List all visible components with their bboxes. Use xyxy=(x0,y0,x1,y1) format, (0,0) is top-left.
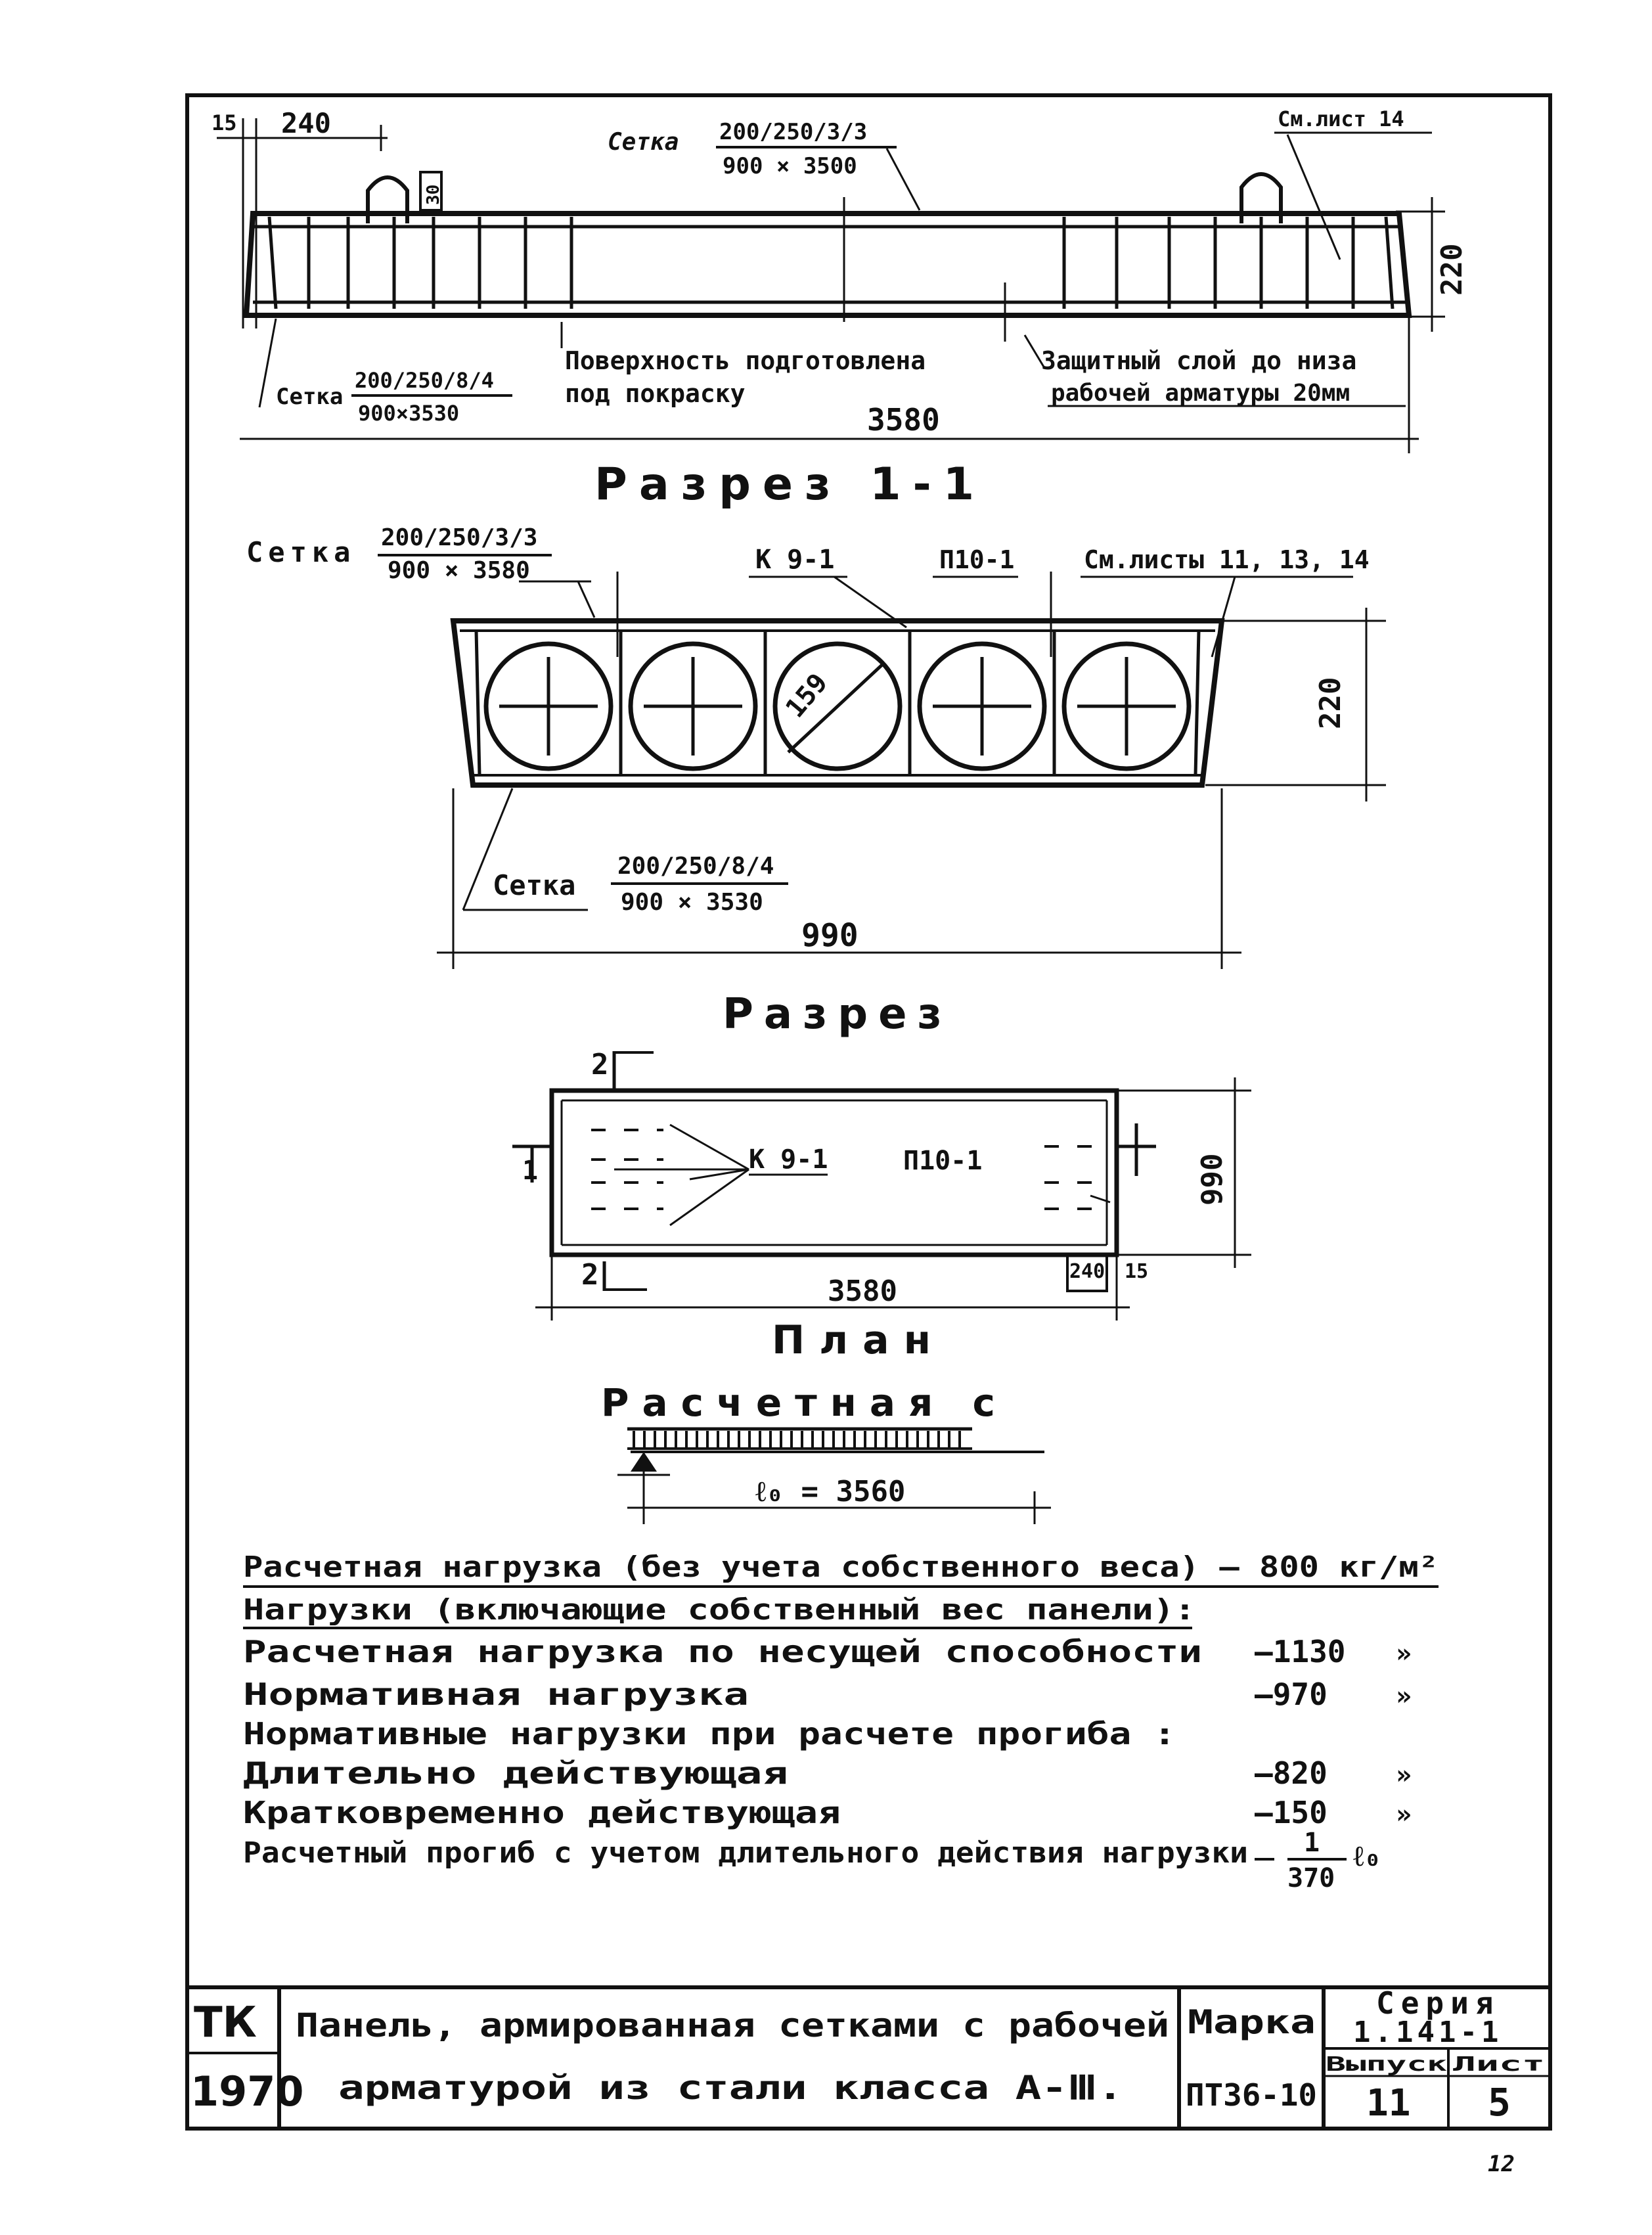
year-label: 1970 xyxy=(190,2067,304,2115)
loads-block: Расчетная нагрузка (без учета собственно… xyxy=(243,1550,1439,1893)
panel-plan-outline xyxy=(549,1088,1119,1257)
surface-note-1: Поверхность подготовлена xyxy=(565,346,926,375)
load-row-3-unit: » xyxy=(1396,1760,1412,1790)
section-mesh-top-num: 200/250/3/3 xyxy=(381,524,537,551)
load-row-0-label: Расчетная нагрузка по несущей способност… xyxy=(243,1634,1202,1669)
plan-section-title: Разрез xyxy=(723,990,952,1039)
see-sheet-label: См.лист 14 xyxy=(1278,106,1404,131)
marka-label: Марка xyxy=(1188,2003,1316,2041)
mesh-bottom-den: 900×3530 xyxy=(358,401,459,426)
lifting-loop-right xyxy=(1239,172,1283,223)
load-row-1-unit: » xyxy=(1396,1681,1412,1711)
section-mesh-bottom-den: 900 × 3530 xyxy=(621,889,763,916)
void-circles xyxy=(483,641,1192,771)
mesh-bottom-num: 200/250/8/4 xyxy=(355,368,494,393)
dim-240-plan: 240 xyxy=(1069,1260,1105,1283)
load-row-3-value: —820 xyxy=(1255,1755,1328,1791)
load-line-1: Расчетная нагрузка (без учета собственно… xyxy=(243,1550,1439,1584)
load-row-3-label: Длительно действующая xyxy=(243,1755,788,1791)
dim-15-plan: 15 xyxy=(1125,1260,1148,1283)
cover-note-1: Защитный слой до низа xyxy=(1041,346,1356,375)
issue-label: Выпуск xyxy=(1326,2053,1447,2076)
tk-label: ТК xyxy=(194,1998,257,2047)
dim-3580-elevation: 3580 xyxy=(867,402,940,438)
plan-title: План xyxy=(772,1317,945,1363)
cover-note-2: рабочей арматуры 20мм xyxy=(1051,380,1350,407)
title-line-1: Панель, армированная сетками с рабочей xyxy=(296,2006,1169,2044)
load-row-1-label: Нормативная нагрузка xyxy=(243,1677,749,1712)
marka-value: ПТ36-10 xyxy=(1186,2077,1317,2113)
load-row-4-value: —150 xyxy=(1255,1795,1328,1830)
marker-2-bottom: 2 xyxy=(581,1258,599,1292)
section-1-1: Разрез 1-1 Сетка 200/250/3/3 900 × 3580 … xyxy=(246,459,1386,969)
dim-990-plan: 990 xyxy=(1195,1154,1229,1206)
lifting-loop-left xyxy=(366,175,409,223)
series-value: 1.141-1 xyxy=(1353,2016,1502,2049)
title-block: ТК 1970 Панель, армированная сетками с р… xyxy=(187,1985,1550,2129)
deflection-label: Расчетный прогиб с учетом длительного де… xyxy=(243,1836,1248,1870)
section-see-sheets: См.листы 11, 13, 14 xyxy=(1084,545,1370,574)
section-frame-label: К 9-1 xyxy=(755,545,834,575)
dim-220-section: 220 xyxy=(1314,677,1347,729)
issue-value: 11 xyxy=(1366,2082,1410,2125)
deflection-unit: ℓ₀ xyxy=(1353,1840,1381,1873)
marker-1-left: 1 xyxy=(522,1156,538,1186)
sheet-value: 5 xyxy=(1488,2080,1511,2125)
load-row-0-unit: » xyxy=(1396,1638,1412,1669)
load-hatching xyxy=(633,1431,961,1449)
dim-240: 240 xyxy=(281,107,331,139)
title-line-2: арматурой из стали класса А-Ⅲ. xyxy=(338,2069,1123,2107)
load-row-4-unit: » xyxy=(1396,1799,1412,1830)
sheet-frame xyxy=(185,93,1552,2131)
section-mesh-top-label: Сетка xyxy=(246,536,355,568)
load-line-2: Нагрузки (включающие собственный вес пан… xyxy=(243,1593,1195,1627)
mesh-top-den: 900 × 3500 xyxy=(723,153,857,179)
dim-990-section: 990 xyxy=(801,917,859,954)
plan-loop-label: П10-1 xyxy=(903,1146,982,1176)
plan-view: Разрез 2 1 К 9-1 П10- xyxy=(512,990,1251,1363)
mesh-top-num: 200/250/3/3 xyxy=(719,119,867,145)
dim-15: 15 xyxy=(212,110,237,135)
load-row-4-label: Кратковременно действующая xyxy=(243,1795,841,1830)
elevation-view: 15 240 Сетка 200/250/3/3 900 × 3500 См.л… xyxy=(212,106,1469,453)
sheet-label: Лист xyxy=(1453,2053,1545,2076)
section-1-1-title: Разрез 1-1 xyxy=(594,459,986,510)
deflection-num: 1 xyxy=(1304,1828,1320,1858)
section-loop-label: П10-1 xyxy=(939,545,1014,574)
scheme-title: Расчетная с xyxy=(601,1380,1008,1425)
load-row-2-label: Нормативные нагрузки при расчете прогиба… xyxy=(243,1716,1176,1751)
section-mesh-top-den: 900 × 3580 xyxy=(388,557,530,584)
marker-2-top: 2 xyxy=(591,1048,609,1081)
surface-note-2: под покраску xyxy=(565,379,746,408)
load-row-0-value: —1130 xyxy=(1255,1634,1345,1669)
section-mesh-bottom-num: 200/250/8/4 xyxy=(617,853,774,880)
deflection-den: 370 xyxy=(1287,1863,1335,1893)
section-mesh-bottom-label: Сетка xyxy=(493,869,575,901)
span-label: ℓ₀ = 3560 xyxy=(755,1475,905,1508)
dim-30: 30 xyxy=(424,185,443,205)
mesh-bottom-label: Сетка xyxy=(276,384,343,410)
panel-cross-section xyxy=(450,618,1225,788)
series-label: Серия xyxy=(1376,1985,1500,2021)
load-row-1-value: —970 xyxy=(1255,1677,1328,1712)
dim-220-elevation: 220 xyxy=(1435,244,1469,296)
dim-3580-plan: 3580 xyxy=(828,1275,897,1308)
design-scheme: Расчетная с ℓ₀ = 3560 xyxy=(601,1380,1051,1524)
page-number: 12 xyxy=(1488,2151,1515,2177)
plan-frame-label: К 9-1 xyxy=(749,1144,828,1175)
panel-elevation-outline xyxy=(243,211,1412,318)
mesh-top-label: Сетка xyxy=(608,129,679,156)
